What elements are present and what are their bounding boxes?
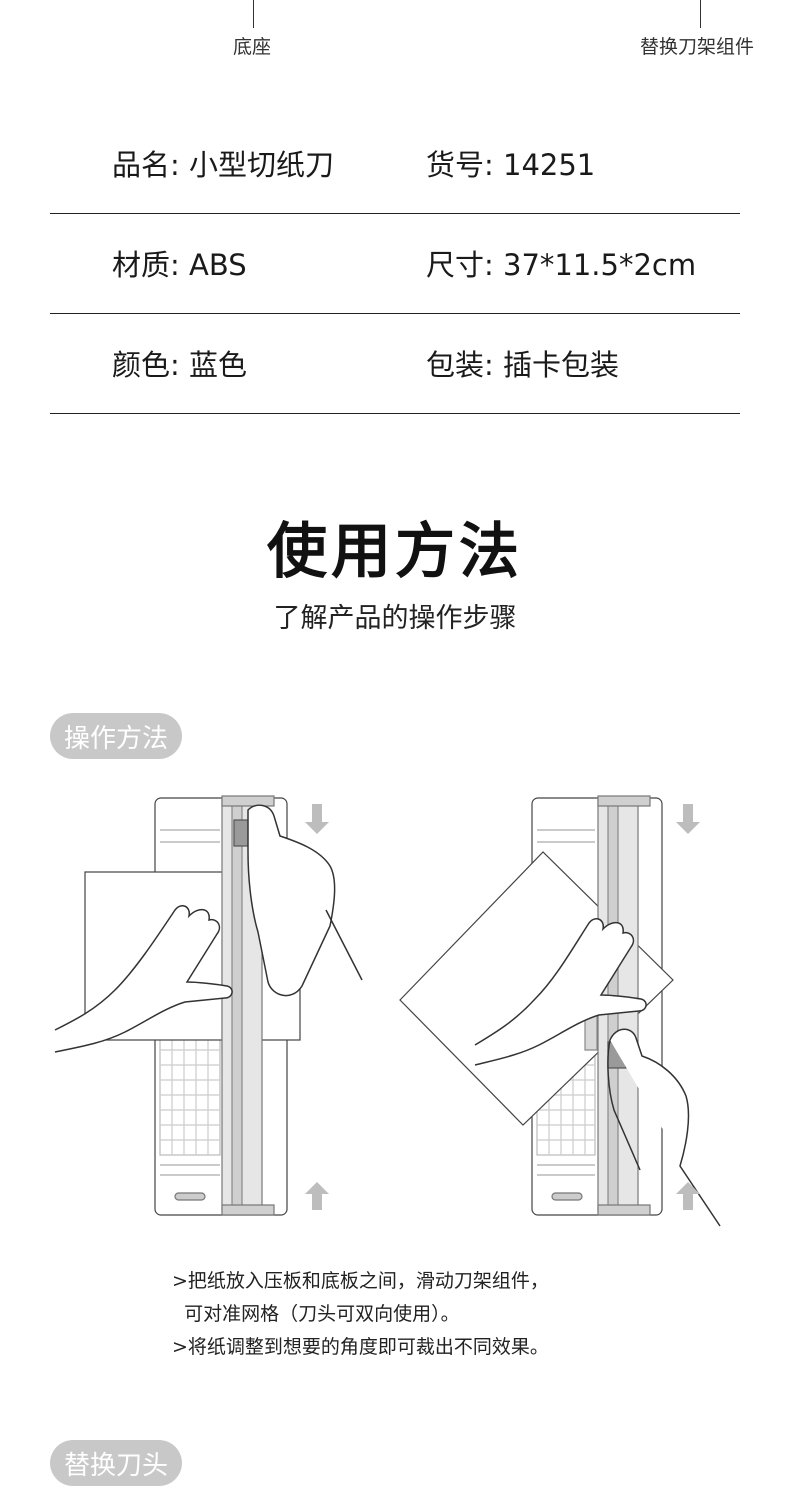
callout-line-base	[253, 0, 254, 28]
instruction-line: >将纸调整到想要的角度即可裁出不同效果。	[172, 1336, 549, 1358]
spec-color: 颜色: 蓝色	[112, 348, 247, 382]
instruction-line: >把纸放入压板和底板之间，滑动刀架组件，	[172, 1270, 549, 1292]
usage-subtitle: 了解产品的操作步骤	[273, 603, 517, 634]
illustration-angled-cut	[399, 795, 721, 1227]
section-pill-replace-blade: 替换刀头	[50, 1440, 183, 1486]
usage-title: 使用方法	[267, 517, 523, 587]
spec-row: 材质: ABS 尺寸: 37*11.5*2cm	[50, 213, 740, 314]
callout-line-blade-holder	[700, 0, 701, 28]
spec-material: 材质: ABS	[112, 248, 247, 282]
callout-label-base: 底座	[233, 36, 272, 58]
spec-item-number: 货号: 14251	[426, 148, 596, 182]
callout-label-blade-holder: 替换刀架组件	[640, 36, 755, 58]
spec-size: 尺寸: 37*11.5*2cm	[426, 248, 697, 282]
instruction-line: 可对准网格（刀头可双向使用）。	[172, 1303, 460, 1325]
spec-row: 颜色: 蓝色 包装: 插卡包装	[50, 313, 740, 414]
section-pill-operation: 操作方法	[50, 713, 183, 759]
illustration-straight-cut	[54, 795, 363, 1216]
spec-product-name: 品名: 小型切纸刀	[112, 148, 334, 182]
spec-packaging: 包装: 插卡包装	[426, 348, 619, 382]
spec-row: 品名: 小型切纸刀 货号: 14251	[50, 113, 740, 214]
